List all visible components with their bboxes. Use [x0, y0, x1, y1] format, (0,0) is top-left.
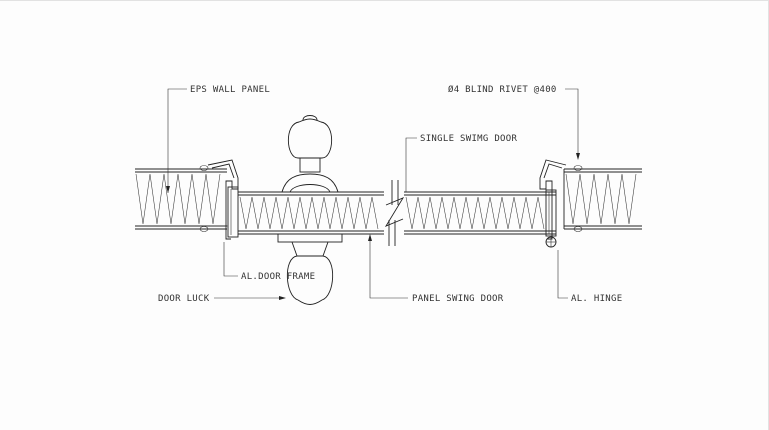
- label-al-door-frame: AL.DOOR FRAME: [241, 272, 315, 282]
- left-eps-wall-panel: [135, 168, 227, 230]
- label-al-hinge: AL. HINGE: [571, 294, 622, 304]
- leader-lines: [166, 88, 580, 300]
- label-door-luck: DOOR LUCK: [158, 294, 210, 304]
- door-knob: [277, 115, 343, 305]
- left-al-door-frame: [199, 159, 239, 240]
- label-single-swing-door: SINGLE SWIMG DOOR: [420, 134, 517, 144]
- label-panel-swing-door: PANEL SWING DOOR: [412, 294, 504, 304]
- right-eps-wall-panel: [563, 168, 642, 230]
- door-leaf-panel: [238, 180, 556, 246]
- label-blind-rivet: Ø4 BLIND RIVET @400: [448, 84, 557, 95]
- right-al-frame-and-hinge: [539, 159, 583, 248]
- label-eps-wall-panel: EPS WALL PANEL: [190, 85, 270, 95]
- door-insulation-right: [405, 196, 545, 230]
